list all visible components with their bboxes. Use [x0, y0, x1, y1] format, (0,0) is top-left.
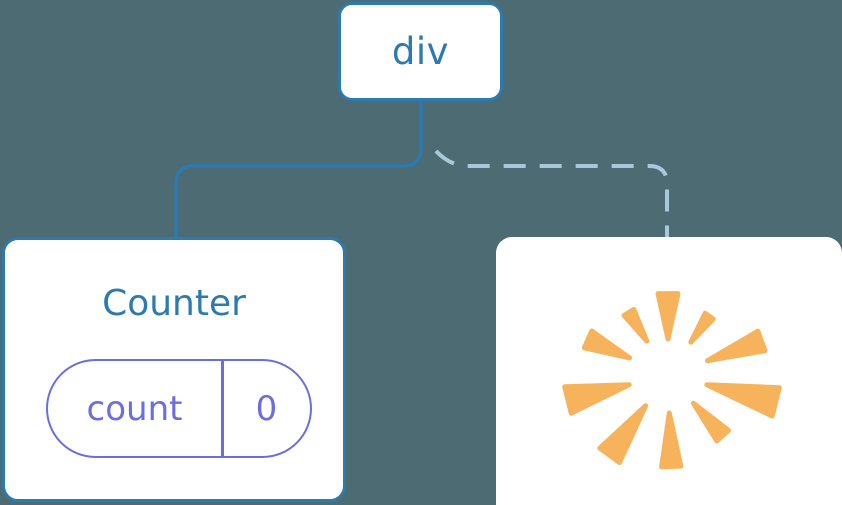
- starburst-icon: [562, 291, 782, 470]
- node-counter[interactable]: Counter count 0: [2, 237, 346, 502]
- starburst-ray: [705, 328, 768, 364]
- node-sparkle[interactable]: [496, 237, 842, 505]
- starburst-ray: [688, 310, 716, 345]
- starburst-ray: [562, 382, 632, 416]
- state-pill-divider: [221, 361, 224, 456]
- starburst-ray: [581, 328, 633, 361]
- starburst-ray: [655, 291, 681, 342]
- connector-div-to-sparkle: [434, 149, 669, 238]
- state-pill-key: count: [86, 388, 183, 429]
- connector-div-to-counter: [174, 99, 423, 240]
- state-pill-value: 0: [255, 388, 278, 429]
- starburst-ray: [621, 306, 650, 344]
- starburst-ray: [597, 403, 649, 465]
- state-pill[interactable]: count 0: [46, 359, 312, 458]
- node-counter-label: Counter: [102, 283, 246, 324]
- node-div[interactable]: div: [338, 2, 503, 101]
- starburst-ray: [659, 410, 684, 470]
- node-div-label: div: [391, 30, 450, 73]
- starburst-ray: [690, 400, 731, 444]
- starburst-ray: [704, 382, 782, 419]
